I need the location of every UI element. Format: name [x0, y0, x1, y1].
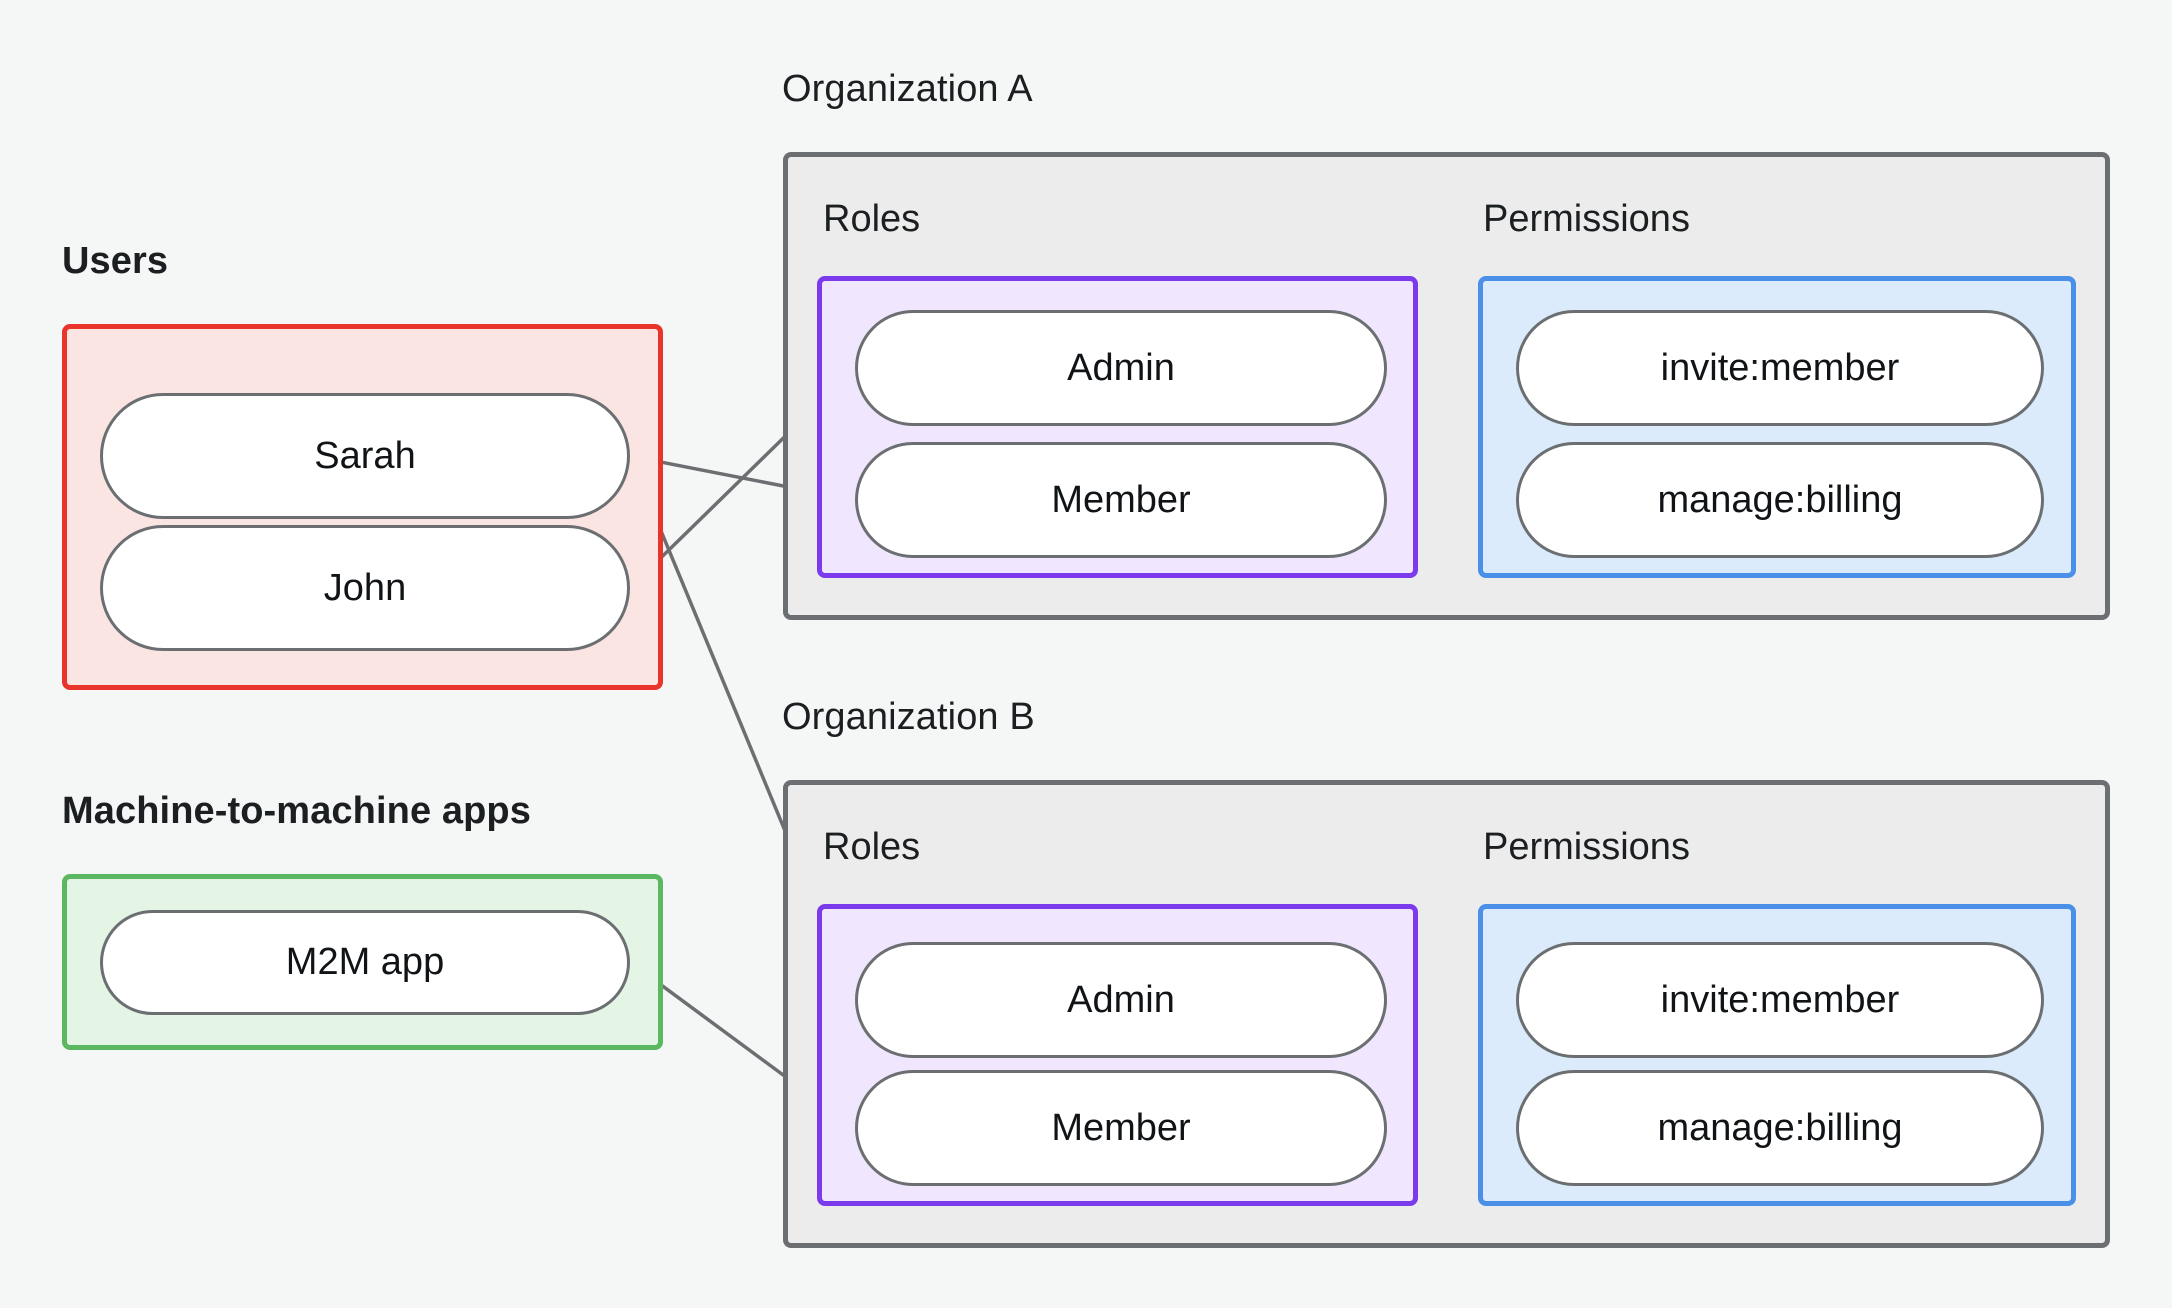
user-node-sarah-label: Sarah: [314, 434, 416, 477]
organization-a-permission-manage-billing[interactable]: manage:billing: [1516, 442, 2044, 558]
organization-b-role-member-label: Member: [1051, 1106, 1191, 1149]
organization-a-role-admin-label: Admin: [1067, 346, 1175, 389]
organization-b-permission-invite-member[interactable]: invite:member: [1516, 942, 2044, 1058]
organization-a-permissions-title: Permissions: [1483, 198, 1690, 240]
organization-b-permission-manage-billing[interactable]: manage:billing: [1516, 1070, 2044, 1186]
organization-b-permission-invite-member-label: invite:member: [1660, 978, 1900, 1021]
organization-b-roles-title: Roles: [823, 826, 921, 868]
m2m-node-app-label: M2M app: [285, 941, 445, 983]
organization-a-permission-manage-billing-label: manage:billing: [1657, 478, 1903, 521]
users-group-label: Users: [62, 240, 169, 282]
user-node-sarah[interactable]: Sarah: [100, 393, 630, 519]
organization-b-role-member[interactable]: Member: [855, 1070, 1387, 1186]
organization-a-role-admin[interactable]: Admin: [855, 310, 1387, 426]
organization-a-role-member-label: Member: [1051, 478, 1191, 521]
organization-a-roles-title: Roles: [823, 198, 921, 240]
m2m-node-app[interactable]: M2M app: [100, 910, 630, 1015]
organization-b-permission-manage-billing-label: manage:billing: [1657, 1106, 1903, 1149]
m2m-group-label: Machine-to-machine apps: [62, 790, 531, 832]
organization-a-label: Organization A: [782, 68, 1033, 110]
organization-b-permissions-title: Permissions: [1483, 826, 1690, 868]
organization-a-permission-invite-member[interactable]: invite:member: [1516, 310, 2044, 426]
organization-a-permission-invite-member-label: invite:member: [1660, 346, 1900, 389]
user-node-john[interactable]: John: [100, 525, 630, 651]
organization-b-role-admin-label: Admin: [1067, 978, 1175, 1021]
organization-a-role-member[interactable]: Member: [855, 442, 1387, 558]
organization-b-label: Organization B: [782, 696, 1035, 738]
user-node-john-label: John: [323, 566, 407, 609]
organization-b-role-admin[interactable]: Admin: [855, 942, 1387, 1058]
